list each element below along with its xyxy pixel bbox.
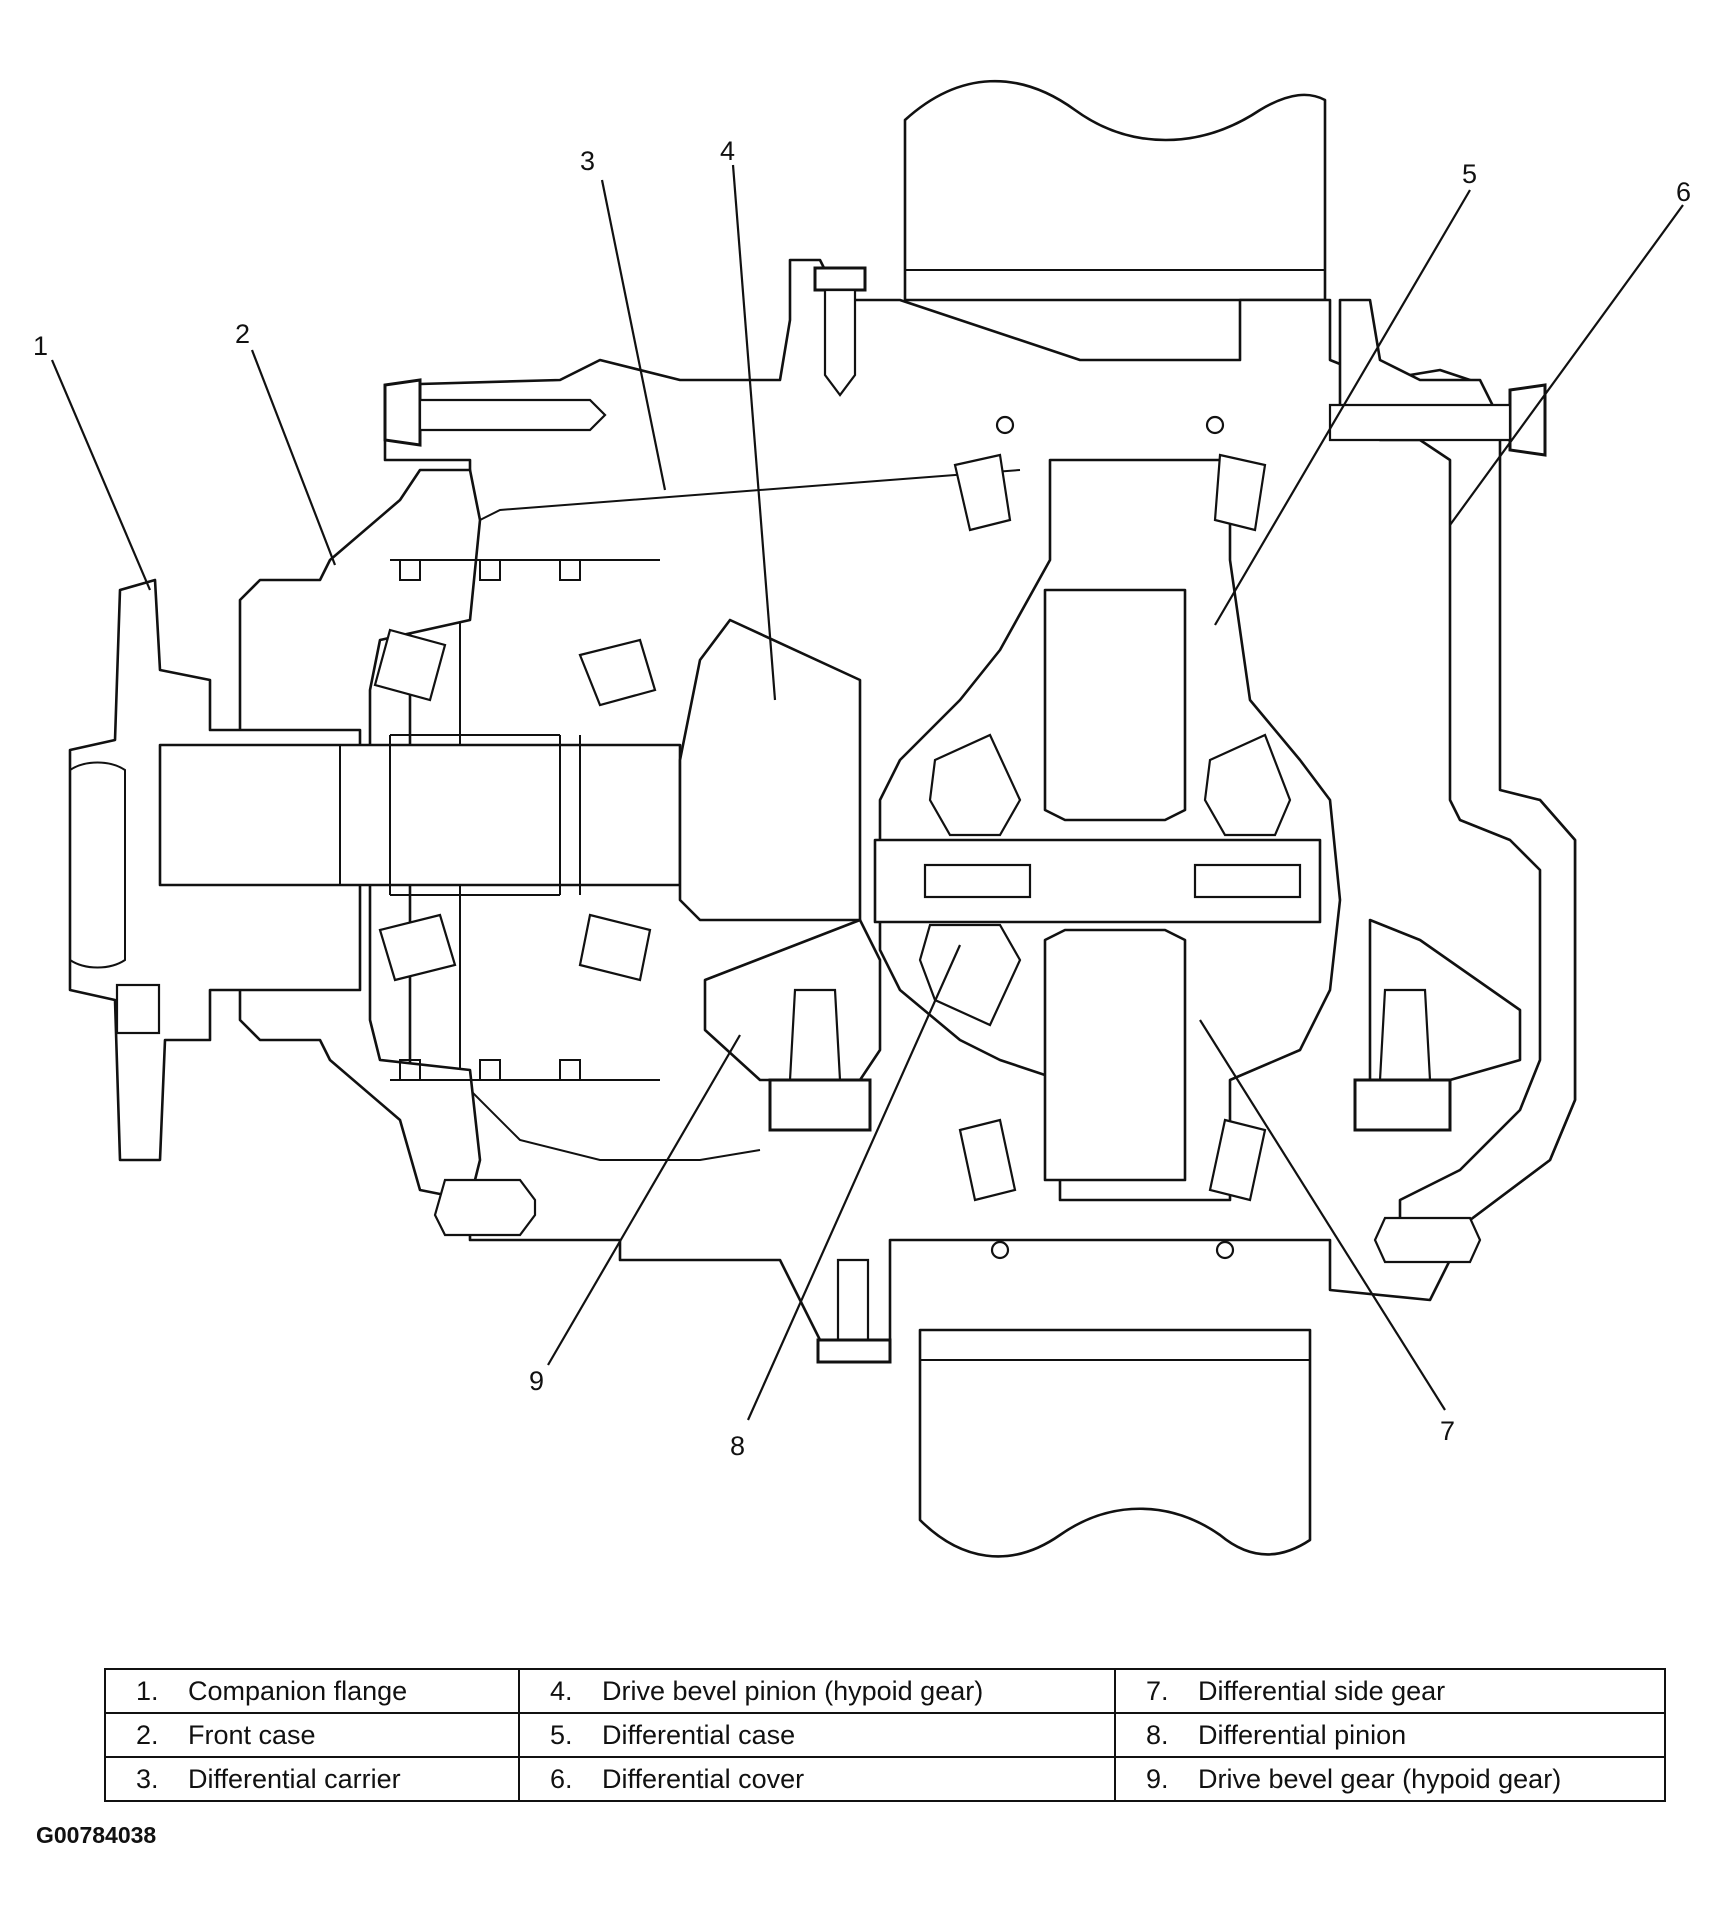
bolt-ring-gear-left	[788, 988, 842, 1082]
legend-number: 8.	[1146, 1719, 1169, 1750]
legend-label: Differential pinion	[1198, 1719, 1407, 1750]
legend-number: 4.	[550, 1675, 573, 1706]
callout-5: 5	[1462, 159, 1477, 189]
legend-row: 2. Front case 5. Differential case 8. Diffe…	[104, 1712, 1666, 1758]
oil-seal-upper-right	[1205, 415, 1225, 435]
legend-label: Differential side gear	[1198, 1675, 1446, 1706]
bolt-ring-gear-right-head	[1353, 1078, 1452, 1132]
pinion-bearing-front-lower	[378, 913, 457, 982]
legend-number: 6.	[550, 1763, 573, 1794]
oil-seal-lower-left	[990, 1240, 1010, 1260]
differential-cross-section-diagram: 1 2 3 4 5 6 7 8 9	[33, 79, 1691, 1558]
legend-cell: 9. Drive bevel gear (hypoid gear)	[1114, 1756, 1666, 1802]
figure-code: G00784038	[36, 1822, 157, 1848]
pinion-bearing-rear-upper	[578, 638, 657, 707]
leader-line-1	[50, 359, 152, 591]
legend-number: 9.	[1146, 1763, 1169, 1794]
leader-line-9	[547, 1034, 741, 1366]
legend-cell: 3. Differential carrier	[104, 1756, 520, 1802]
bolt-carrier-top-shank	[823, 288, 857, 397]
bolt-ring-gear-right	[1378, 988, 1432, 1082]
bolt-carrier-top-left-shank	[418, 398, 607, 432]
leader-line-3	[600, 179, 667, 491]
legend-cell: 7. Differential side gear	[1114, 1668, 1666, 1714]
callout-7: 7	[1440, 1416, 1455, 1446]
legend-label: Differential carrier	[188, 1763, 401, 1794]
legend-label: Front case	[188, 1719, 316, 1750]
differential-pinion-lower-left	[918, 923, 1022, 1027]
bolt-cover-top-right-shank	[1328, 403, 1512, 442]
legend-cell: 2. Front case	[104, 1712, 520, 1758]
legend-number: 1.	[136, 1675, 159, 1706]
legend-label: Drive bevel gear (hypoid gear)	[1198, 1763, 1562, 1794]
legend-row: 1. Companion flange 4. Drive bevel pinion …	[104, 1668, 1666, 1714]
leader-line-8	[746, 944, 962, 1421]
cross-shaft-slot-left	[923, 863, 1032, 899]
legend-label: Differential cover	[602, 1763, 805, 1794]
side-bearing-lower-left	[958, 1118, 1017, 1202]
bolt-carrier-top	[813, 266, 867, 292]
callout-3: 3	[580, 146, 595, 176]
bolt-carrier-top-left	[383, 378, 422, 447]
bolt-carrier-bottom-left	[433, 1178, 537, 1237]
legend-number: 3.	[136, 1763, 159, 1794]
leader-line-7	[1199, 1019, 1446, 1411]
drive-bevel-pinion	[678, 618, 862, 922]
legend-number: 5.	[550, 1719, 573, 1750]
bolt-carrier-bottom-head	[816, 1338, 892, 1364]
legend-label: Companion flange	[188, 1675, 408, 1706]
pinion-bearing-front-upper	[373, 628, 447, 702]
side-bearing-upper-right	[1213, 453, 1267, 532]
leader-line-2	[250, 349, 337, 566]
parts-legend-table: 1. Companion flange 4. Drive bevel pinion …	[104, 1668, 1666, 1802]
callout-2: 2	[235, 319, 250, 349]
legend-cell: 4. Drive bevel pinion (hypoid gear)	[518, 1668, 1116, 1714]
callout-6: 6	[1676, 177, 1691, 207]
oil-seal-upper-left	[995, 415, 1015, 435]
cross-shaft-slot-right	[1193, 863, 1302, 899]
legend-cell: 6. Differential cover	[518, 1756, 1116, 1802]
legend-cell: 1. Companion flange	[104, 1668, 520, 1714]
differential-side-gear-lower	[1043, 928, 1187, 1182]
legend-label: Differential case	[602, 1719, 796, 1750]
leader-line-4	[731, 164, 777, 701]
callout-1: 1	[33, 331, 48, 361]
upper-axle-shaft	[903, 79, 1327, 302]
pinion-bearing-rear-lower	[578, 913, 652, 982]
bolt-cover-bottom-right	[1373, 1216, 1482, 1264]
callout-8: 8	[730, 1431, 745, 1461]
legend-label: Drive bevel pinion (hypoid gear)	[602, 1675, 984, 1706]
legend-number: 2.	[136, 1719, 159, 1750]
legend-number: 7.	[1146, 1675, 1169, 1706]
differential-side-gear-upper	[1043, 588, 1187, 822]
side-bearing-upper-left	[953, 453, 1012, 532]
leader-line-6	[1449, 204, 1684, 526]
bolt-ring-gear-left-head	[768, 1078, 872, 1132]
drive-pinion-shaft	[158, 743, 682, 887]
lower-axle-shaft	[918, 1328, 1312, 1558]
oil-seal-lower-right	[1215, 1240, 1235, 1260]
side-bearing-lower-right	[1208, 1118, 1267, 1202]
callout-9: 9	[529, 1366, 544, 1396]
differential-pinion-left	[928, 733, 1022, 837]
leader-line-5	[1214, 189, 1471, 626]
legend-row: 3. Differential carrier 6. Differential co…	[104, 1756, 1666, 1802]
legend-cell: 8. Differential pinion	[1114, 1712, 1666, 1758]
legend-cell: 5. Differential case	[518, 1712, 1116, 1758]
bolt-carrier-bottom	[836, 1258, 870, 1342]
flange-bolt-lower	[115, 983, 161, 1035]
callout-4: 4	[720, 136, 735, 166]
differential-pinion-right	[1203, 733, 1292, 837]
